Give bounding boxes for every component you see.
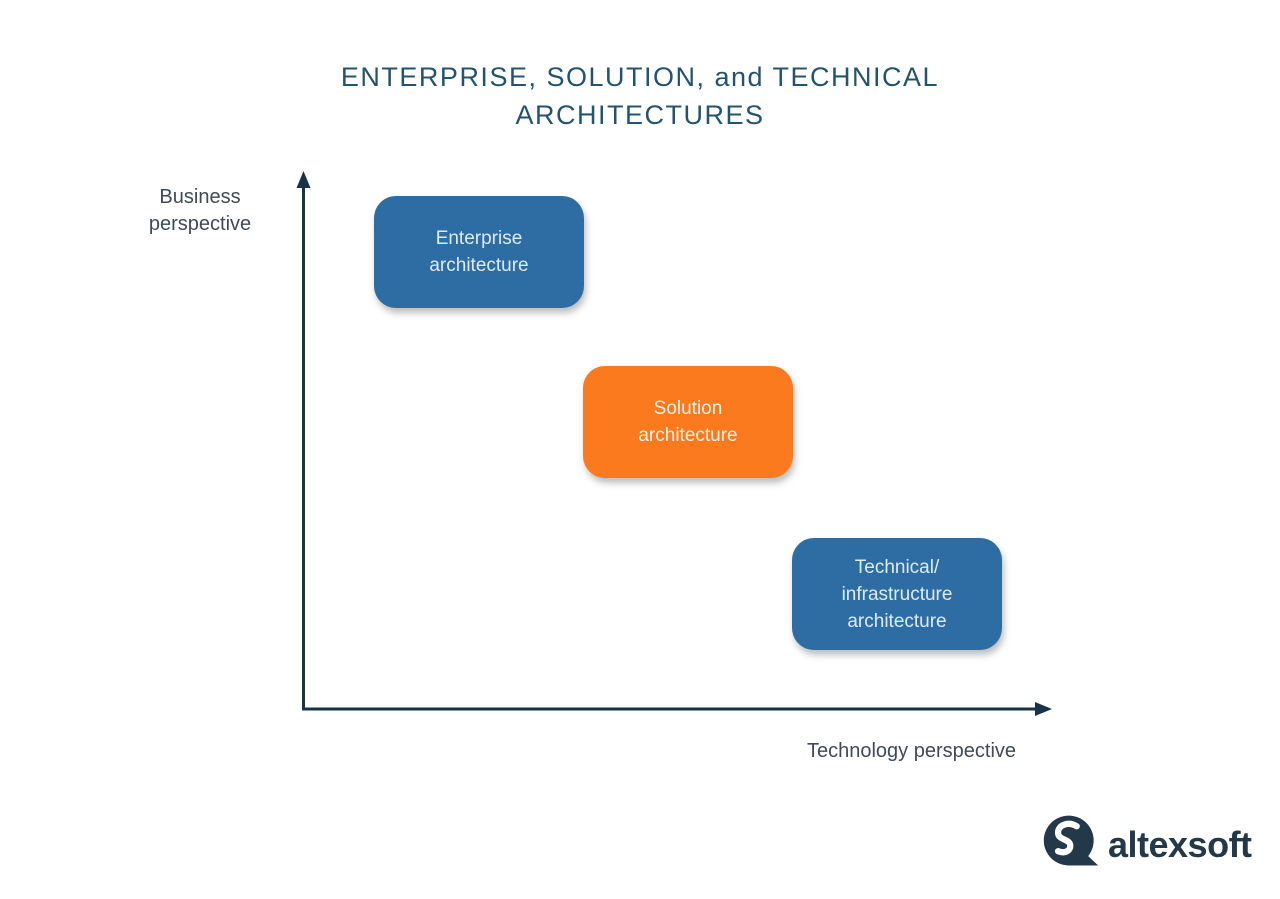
x-axis-label: Technology perspective bbox=[807, 740, 1017, 762]
enterprise-architecture-label: Enterprise architecture bbox=[429, 228, 529, 276]
altexsoft-logo-text: altexsoft bbox=[1108, 823, 1252, 865]
x-axis-arrowhead bbox=[1035, 702, 1052, 716]
altexsoft-logo-icon bbox=[1043, 815, 1099, 866]
technical-architecture-label: Technical/ infrastructure architecture bbox=[841, 556, 953, 632]
solution-architecture-label: Solution architecture bbox=[638, 398, 738, 446]
y-axis-label: Business perspective bbox=[148, 186, 252, 235]
enterprise-architecture-box: Enterprise architecture bbox=[374, 196, 584, 308]
y-axis-arrowhead bbox=[296, 171, 311, 188]
diagram-title: ENTERPRISE, SOLUTION, and TECHNICAL ARCH… bbox=[340, 62, 940, 130]
solution-architecture-box: Solution architecture bbox=[583, 366, 793, 478]
altexsoft-logo: altexsoft bbox=[1042, 812, 1252, 869]
technical-architecture-box: Technical/ infrastructure architecture bbox=[792, 538, 1002, 650]
